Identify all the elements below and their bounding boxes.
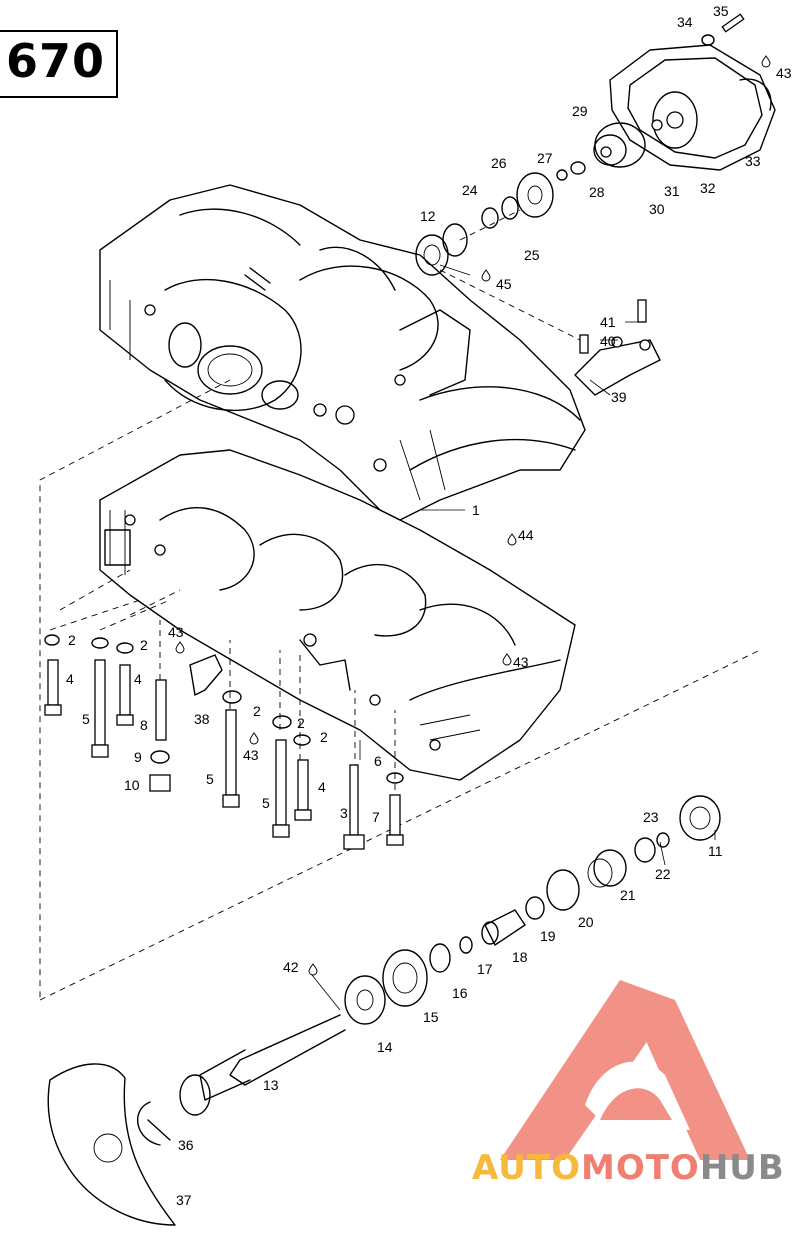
- callout-16: 16: [452, 985, 468, 1001]
- upper-crankcase: [99, 184, 586, 521]
- callout-43: 43: [513, 654, 529, 670]
- assembly-lines: [39, 209, 761, 1001]
- callout-28: 28: [589, 184, 605, 200]
- callout-44: 44: [518, 527, 534, 543]
- callout-8: 8: [140, 717, 148, 733]
- seal-bearing-stack: [415, 172, 554, 276]
- callout-42: 42: [283, 959, 299, 975]
- callout-17: 17: [477, 961, 493, 977]
- callout-31: 31: [664, 183, 680, 199]
- callout-9: 9: [134, 749, 142, 765]
- callout-45: 45: [496, 276, 512, 292]
- callout-32: 32: [700, 180, 716, 196]
- callout-15: 15: [423, 1009, 439, 1025]
- callout-21: 21: [620, 887, 636, 903]
- callout-4: 4: [134, 671, 142, 687]
- pump-cover-assembly: [556, 13, 776, 181]
- callout-2: 2: [253, 703, 261, 719]
- callout-19: 19: [540, 928, 556, 944]
- callout-43: 43: [776, 65, 792, 81]
- page-number: 670: [6, 34, 106, 88]
- callout-5: 5: [262, 795, 270, 811]
- shaft-assembly: [47, 795, 721, 1226]
- callout-40: 40: [600, 333, 616, 349]
- callout-39: 39: [611, 389, 627, 405]
- callout-29: 29: [572, 103, 588, 119]
- callout-34: 34: [677, 14, 693, 30]
- callout-20: 20: [578, 914, 594, 930]
- callout-10: 10: [124, 777, 140, 793]
- callout-1: 1: [472, 502, 480, 518]
- callout-2: 2: [320, 729, 328, 745]
- callout-43: 43: [243, 747, 259, 763]
- watermark-auto: AUTO: [472, 1148, 581, 1188]
- callout-23: 23: [643, 809, 659, 825]
- fasteners-left: [44, 634, 404, 850]
- callout-2: 2: [68, 632, 76, 648]
- leader-lines: [311, 264, 716, 1011]
- watermark-moto: MOTO: [580, 1148, 700, 1188]
- callout-27: 27: [537, 150, 553, 166]
- lower-crankcase: [99, 449, 576, 781]
- callout-2: 2: [140, 637, 148, 653]
- callout-22: 22: [655, 866, 671, 882]
- callout-25: 25: [524, 247, 540, 263]
- callout-38: 38: [194, 711, 210, 727]
- callout-numbers: 1 2 2 2 2 2 3 4 4 4 5 5 5 6 7 8 9 10 11 …: [66, 3, 792, 1208]
- lubrication-drops: [175, 55, 771, 976]
- automotohub-logo: [500, 980, 750, 1160]
- callout-3: 3: [340, 805, 348, 821]
- callout-4: 4: [66, 671, 74, 687]
- callout-5: 5: [206, 771, 214, 787]
- page-number-box: [0, 30, 118, 98]
- callout-2: 2: [297, 715, 305, 731]
- callout-41: 41: [600, 314, 616, 330]
- callout-7: 7: [372, 809, 380, 825]
- callout-36: 36: [178, 1137, 194, 1153]
- callout-18: 18: [512, 949, 528, 965]
- callout-13: 13: [263, 1077, 279, 1093]
- watermark-text: AUTOMOTOHUB: [472, 1148, 785, 1188]
- callout-12: 12: [420, 208, 436, 224]
- callout-37: 37: [176, 1192, 192, 1208]
- callout-26: 26: [491, 155, 507, 171]
- callout-14: 14: [377, 1039, 393, 1055]
- callout-30: 30: [649, 201, 665, 217]
- callout-35: 35: [713, 3, 729, 19]
- callout-4: 4: [318, 779, 326, 795]
- callout-33: 33: [745, 153, 761, 169]
- callout-43: 43: [168, 624, 184, 640]
- callout-24: 24: [462, 182, 478, 198]
- callout-5: 5: [82, 711, 90, 727]
- watermark-hub: HUB: [699, 1148, 785, 1188]
- callout-11: 11: [708, 843, 723, 859]
- callout-6: 6: [374, 753, 382, 769]
- bracket-assembly: [574, 299, 661, 396]
